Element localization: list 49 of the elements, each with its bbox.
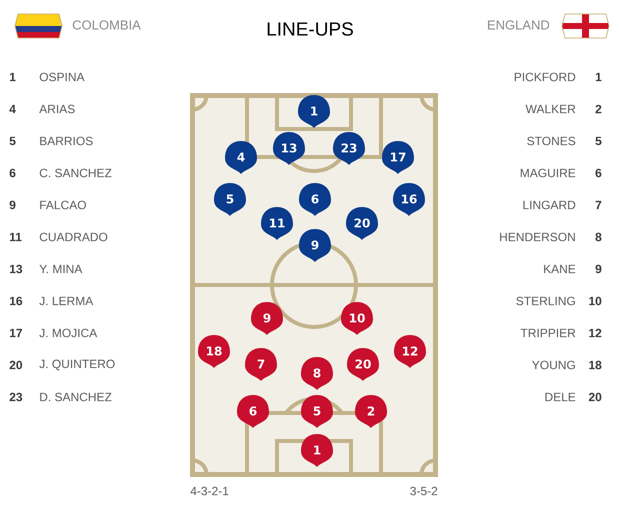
player-name: STERLING bbox=[516, 296, 575, 306]
shirt-number: 10 bbox=[589, 296, 602, 306]
player-name: WALKER bbox=[526, 104, 576, 114]
player-name: BARRIOS bbox=[40, 136, 93, 146]
player-name: MAGUIRE bbox=[520, 168, 576, 178]
player-name: PICKFORD bbox=[514, 72, 576, 82]
player-name: STONES bbox=[527, 136, 576, 146]
player-name: J. LERMA bbox=[39, 296, 94, 306]
formation-label: 3-5-2 bbox=[410, 486, 438, 496]
player-name: YOUNG bbox=[532, 360, 575, 370]
player-name: DELE bbox=[545, 392, 576, 402]
shirt-number: 12 bbox=[589, 328, 602, 338]
player-name: TRIPPIER bbox=[520, 328, 576, 338]
shirt-number: 20 bbox=[10, 360, 22, 370]
shirt-number: 2 bbox=[596, 104, 602, 114]
player-name: HENDERSON bbox=[500, 232, 575, 242]
shirt-number: 16 bbox=[10, 296, 22, 306]
player-name: C. SANCHEZ bbox=[40, 168, 112, 178]
team-name: COLOMBIA bbox=[72, 20, 141, 30]
formation-label: 4-3-2-1 bbox=[190, 486, 228, 496]
shirt-number: 9 bbox=[596, 264, 602, 274]
shirt-number: 6 bbox=[596, 168, 602, 178]
shirt-number: 18 bbox=[589, 360, 602, 370]
shirt-number: 20 bbox=[588, 392, 602, 402]
player-name: Y. MINA bbox=[39, 264, 82, 274]
player-name: ARIAS bbox=[39, 104, 75, 114]
shirt-number: 13 bbox=[10, 264, 22, 274]
shirt-number: 4 bbox=[9, 104, 16, 114]
shirt-number: 5 bbox=[10, 136, 16, 146]
shirt-number: 7 bbox=[596, 200, 602, 210]
player-name: LINGARD bbox=[523, 200, 576, 210]
shirt-number: 23 bbox=[10, 392, 22, 402]
player-name: FALCAO bbox=[40, 200, 86, 210]
player-name: KANE bbox=[544, 264, 576, 274]
shirt-number: 11 bbox=[10, 232, 22, 242]
shirt-number: 8 bbox=[596, 232, 602, 242]
player-name: OSPINA bbox=[40, 72, 85, 82]
title: LINE-UPS bbox=[268, 22, 353, 36]
player-name: D. SANCHEZ bbox=[40, 392, 112, 402]
shirt-number: 9 bbox=[10, 200, 16, 210]
player-name: J. MOJICA bbox=[39, 328, 98, 338]
player-name: CUADRADO bbox=[40, 232, 108, 242]
shirt-number: 1 bbox=[10, 72, 16, 82]
shirt-number: 17 bbox=[10, 328, 22, 338]
shirt-number: 5 bbox=[596, 136, 602, 146]
shirt-number: 6 bbox=[10, 168, 16, 178]
player-name: J. QUINTERO bbox=[39, 360, 115, 370]
team-name: ENGLAND bbox=[488, 20, 550, 30]
shirt-number: 1 bbox=[596, 72, 602, 82]
